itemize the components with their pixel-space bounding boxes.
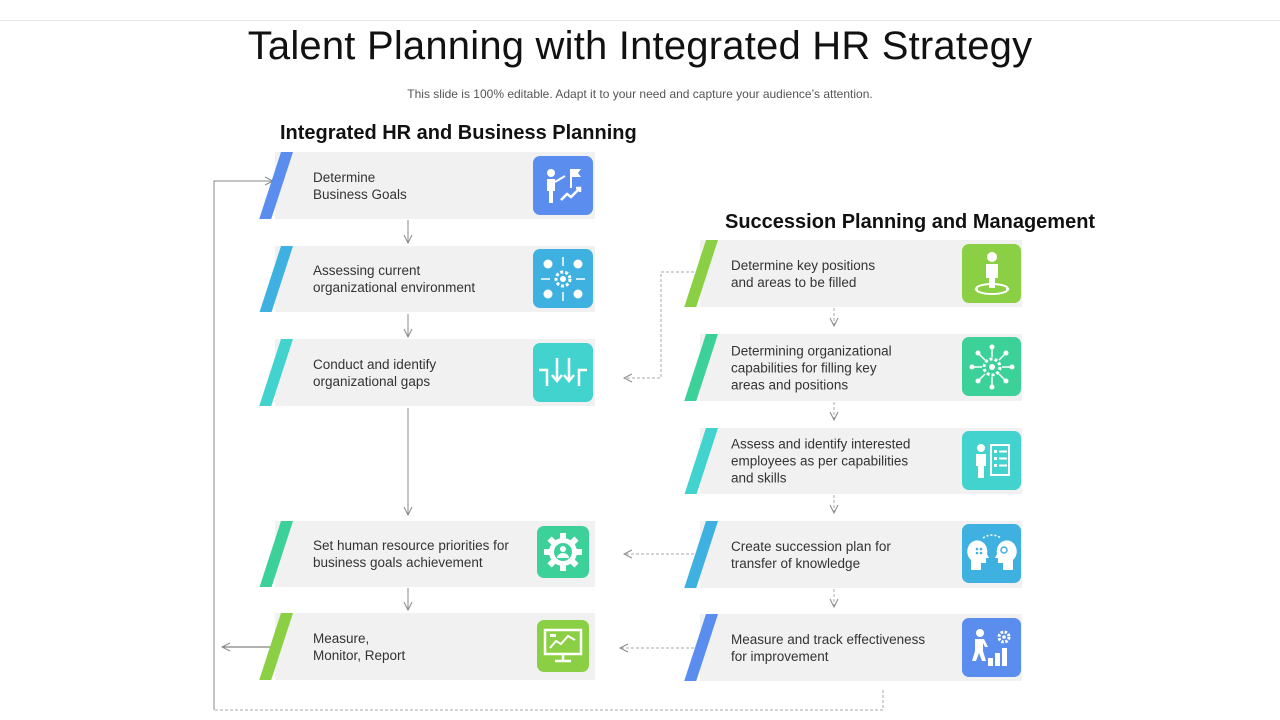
environment-gear-icon (533, 249, 593, 308)
gear-person-icon (537, 526, 589, 578)
employee-checklist-icon (962, 431, 1021, 490)
step-label: Measure and track effectiveness for impr… (731, 631, 926, 664)
target-person-icon (962, 244, 1021, 303)
step-label: Assess and identify interested employees… (731, 436, 911, 486)
knowledge-transfer-icon (962, 524, 1021, 583)
growth-steps-icon (962, 618, 1021, 677)
step-label: Measure, Monitor, Report (313, 630, 406, 663)
capability-network-icon (962, 337, 1021, 396)
monitor-report-icon (537, 620, 589, 672)
gap-arrows-icon (533, 343, 593, 402)
step-label: Determine key positions and areas to be … (731, 257, 876, 290)
step-label: Determine Business Goals (313, 169, 407, 202)
page-subtitle: This slide is 100% editable. Adapt it to… (407, 87, 873, 101)
step-label: Conduct and identify organizational gaps (313, 356, 437, 389)
step-label: Determining organizational capabilities … (731, 343, 892, 392)
right-section-heading: Succession Planning and Management (725, 211, 1096, 233)
strategy-flag-icon (533, 156, 593, 215)
top-divider (0, 20, 1280, 21)
step-label: Set human resource priorities for busine… (313, 538, 509, 570)
page-title: Talent Planning with Integrated HR Strat… (247, 24, 1033, 68)
step-label: Assessing current organizational environ… (313, 263, 476, 295)
step-label: Create succession plan for transfer of k… (731, 538, 891, 571)
left-section-heading: Integrated HR and Business Planning (280, 122, 637, 144)
